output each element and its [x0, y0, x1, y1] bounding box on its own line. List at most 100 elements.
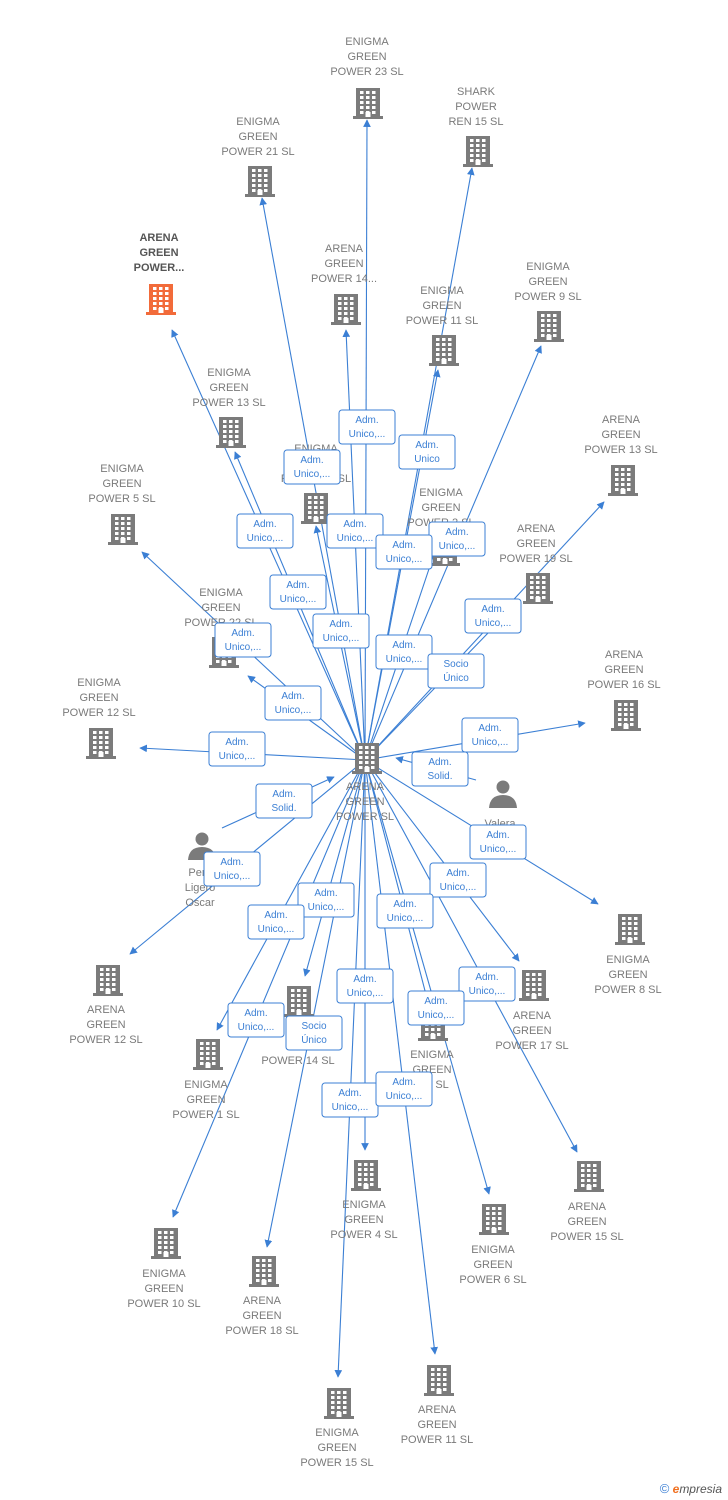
relation-label[interactable]: Adm.Unico,... [375, 634, 433, 670]
building-icon [353, 88, 383, 119]
relation-label[interactable]: Adm.Unico,... [297, 882, 355, 918]
relation-label[interactable]: Adm.Unico,... [312, 613, 370, 649]
relation-label[interactable]: Adm.Solid. [255, 783, 313, 819]
relation-label-text: Adm. [231, 628, 254, 639]
node-label: ARENA [139, 232, 178, 244]
relation-label[interactable]: Adm.Unico,... [203, 851, 261, 887]
relation-label[interactable]: Adm.Unico,... [269, 574, 327, 610]
relation-label[interactable]: Adm.Unico,... [464, 598, 522, 634]
relation-label[interactable]: Adm.Unico,... [338, 409, 396, 445]
edge-center-eg1 [216, 759, 366, 1031]
relation-label[interactable]: Adm.Unico,... [321, 1082, 379, 1118]
building-icon [193, 1039, 223, 1070]
relation-label-text: Unico,... [247, 533, 284, 544]
relation-label[interactable]: Adm.Unico,... [208, 731, 266, 767]
relation-label[interactable]: Adm. Unico,... [214, 622, 272, 658]
node-eg4[interactable]: ENIGMA GREEN POWER 4 SL [330, 1160, 398, 1241]
edge-center-ag18 [264, 759, 366, 1248]
relation-label[interactable]: Adm.Unico,... [236, 513, 294, 549]
node-label: ENIGMA [342, 1199, 386, 1211]
relation-label-text: Adm. [424, 996, 447, 1007]
node-label: ENIGMA [236, 116, 280, 128]
node-agp[interactable]: ARENAGREENPOWER... [134, 232, 185, 315]
node-label: POWER 4 SL [330, 1229, 397, 1241]
relation-label[interactable]: Adm.Unico,... [264, 685, 322, 721]
credit[interactable]: © empresia [660, 1481, 722, 1496]
relation-label[interactable]: Adm. Unico,... [336, 968, 394, 1004]
edge-center-eg6 [364, 759, 491, 1195]
node-label: GREEN [512, 1025, 551, 1037]
node-label: ARENA [605, 649, 644, 661]
relation-label[interactable]: Adm.Unico,... [407, 990, 465, 1026]
relation-label-text: Unico,... [347, 988, 384, 999]
relation-label-text: Adm. [392, 540, 415, 551]
relation-label-text: Adm. [415, 440, 438, 451]
relation-label[interactable]: Adm.Solid. [411, 751, 469, 787]
relation-label-text: Unico,... [258, 924, 295, 935]
relation-label[interactable]: Adm.Unico,... [375, 534, 433, 570]
relation-label-text: Adm. [478, 723, 501, 734]
edge-center-ag15 [364, 759, 578, 1153]
relation-label[interactable]: Adm.Unico,... [227, 1002, 285, 1038]
building-icon [479, 1204, 509, 1235]
node-label: POWER 12 SL [69, 1034, 142, 1046]
building-icon [352, 743, 382, 774]
node-label: ENIGMA [77, 677, 121, 689]
relation-label-text: Adm. [353, 974, 376, 985]
relation-label[interactable]: Adm.Unico,... [458, 966, 516, 1002]
node-label: GREEN [422, 300, 461, 312]
node-label: POWER 21 SL [221, 146, 294, 158]
node-valera[interactable]: Valera [485, 780, 517, 831]
relation-label[interactable]: Adm.Unico,... [376, 893, 434, 929]
relation-label-text: Unico,... [225, 642, 262, 653]
relation-label[interactable]: Adm.Unico,... [429, 862, 487, 898]
relation-label-text: Unico,... [349, 429, 386, 440]
relation-label[interactable]: Adm.Unico,... [469, 824, 527, 860]
node-label: POWER 19 SL [499, 553, 572, 565]
node-label: GREEN [516, 538, 555, 550]
building-icon [534, 311, 564, 342]
relation-label-text: Socio [443, 659, 468, 670]
relation-label-text: Unico,... [386, 1091, 423, 1102]
relation-label[interactable]: Adm.Unico [398, 434, 456, 470]
relation-label[interactable]: Adm.Unico,... [428, 521, 486, 557]
relation-label-text: Unico,... [475, 618, 512, 629]
relation-label-text: Adm. [392, 1077, 415, 1088]
relation-label[interactable]: Adm. Unico,... [375, 1071, 433, 1107]
node-label: POWER 14... [311, 273, 377, 285]
relation-label[interactable]: Adm.Unico,... [283, 449, 341, 485]
edge-center-eg3 [364, 759, 432, 1011]
node-label: GREEN [344, 1214, 383, 1226]
node-label: ARENA [568, 1201, 607, 1213]
relation-label[interactable]: Adm.Unico,... [461, 717, 519, 753]
node-label: GREEN [528, 276, 567, 288]
node-label: POWER 12 SL [62, 707, 135, 719]
relation-label[interactable]: Adm.Unico,... [326, 513, 384, 549]
relation-label[interactable]: Adm.Unico,... [247, 904, 305, 940]
